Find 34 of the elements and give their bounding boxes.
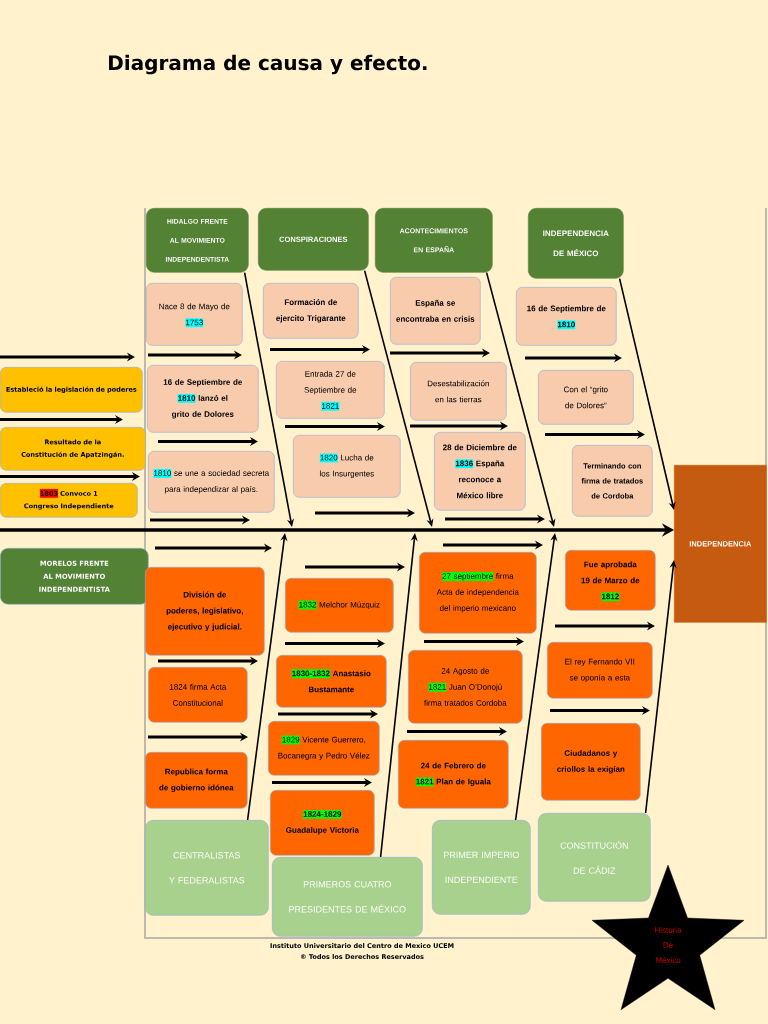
category-box: CONSTITUCIÓN DE CÁDIZ <box>538 813 651 902</box>
cause-box: 1810 se une a sociedad secreta para independizar al país. <box>148 451 275 513</box>
cause-box: Con el “grito de Dolores” <box>538 370 634 425</box>
arrow <box>485 271 556 527</box>
cause-box: Desestabilización en las tierras <box>410 362 507 421</box>
cause-box: 24 Agosto de 1821 Juan O’Donojú firma tratados Cordoba <box>408 650 523 724</box>
arrow <box>618 277 676 510</box>
cause-box: 1824-1829 Guadalupe Victoria <box>270 790 375 856</box>
cause-box: 1832 Melchor Múzquiz <box>285 578 394 633</box>
cause-box: 16 de Septiembre de 1810 <box>516 287 617 346</box>
cause-box: 1824 firma Acta Constitucional <box>148 667 248 723</box>
cause-box: División de poderes, legislativo, ejecutivo y judicial. <box>145 567 265 656</box>
cause-box: Republica forma de gobierno idónea <box>145 752 248 809</box>
cause-box: 1830-1832 Anastasio Bustamante <box>276 655 387 708</box>
category-box: INDEPENDENCIA DE MÉXICO <box>528 208 624 279</box>
cause-box: Formación de ejercito Trigarante <box>263 283 359 339</box>
cause-box: El rey Fernando VII se oponía a esta <box>547 642 653 699</box>
cause-box: 16 de Septiembre de 1810 lanzó el grito de Dolores <box>147 365 259 433</box>
title: Diagrama de causa y efecto. <box>109 54 427 75</box>
arrow <box>243 271 295 527</box>
cause-box: Fue aprobada 19 de Marzo de 1812 <box>565 550 656 611</box>
cause-box: España se encontraba en crisis <box>390 277 481 345</box>
cause-box: 1820 Lucha de los Insurgentes <box>293 435 401 498</box>
cause-box: 1829 Vicente Guerrero, Bocanegra y Pedro Vélez <box>268 721 380 776</box>
cause-box: Entrada 27 de Septiembre de 1821 <box>276 361 385 419</box>
category-box: PRIMER IMPERIO INDEPENDIENTE <box>432 820 531 915</box>
cause-box: 28 de Diciembre de 1836 España reconoce a México libre <box>434 432 526 511</box>
cause-box: Ciudadanos y criollos la exigían <box>541 723 641 801</box>
cause-box: Nace 8 de Mayo de 1753 <box>146 283 243 346</box>
cause-box: 27 septiembre firma Acta de independencia del imperio mexicano <box>419 552 537 634</box>
category-box: CENTRALISTAS Y FEDERALISTAS <box>145 820 269 916</box>
category-box: PRIMEROS CUATRO PRESIDENTES DE MÉXICO <box>272 857 423 937</box>
cause-box: 24 de Febrero de 1821 Plan de Iguala <box>398 740 509 809</box>
arrow <box>363 269 434 527</box>
